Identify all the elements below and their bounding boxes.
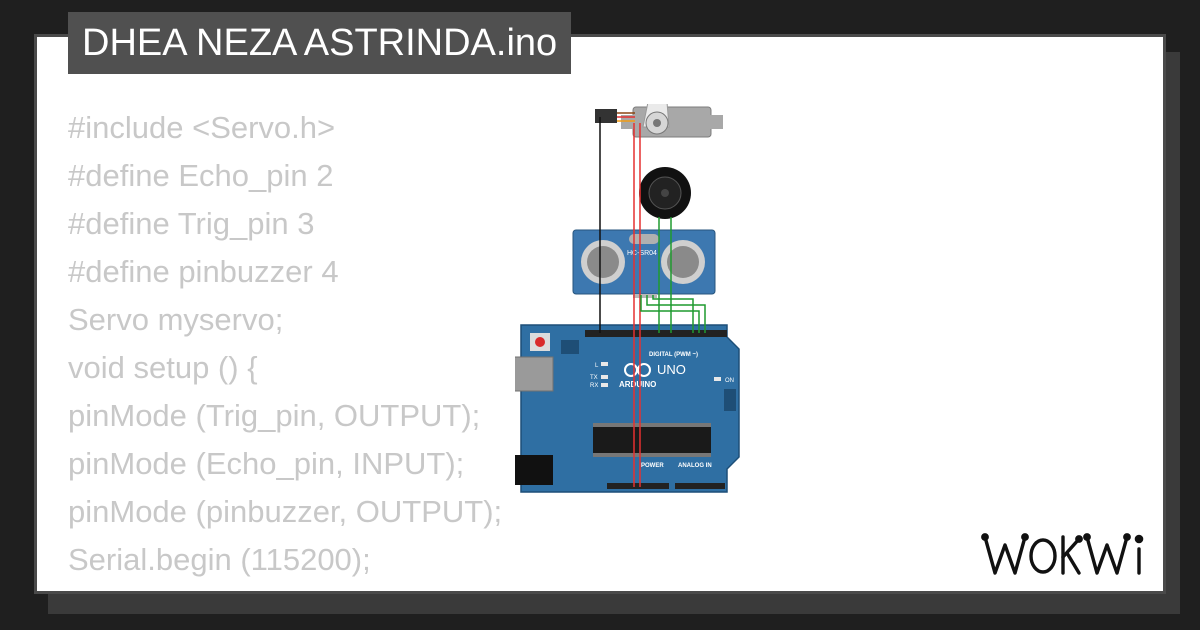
- led-label: TX: [590, 375, 598, 381]
- code-line: pinMode (pinbuzzer, OUTPUT);: [68, 494, 503, 529]
- board-model: UNO: [657, 362, 686, 377]
- ultrasonic-sensor: HC-SR04: [572, 229, 716, 298]
- digital-header-label: DIGITAL (PWM ~): [649, 352, 698, 358]
- power-jack: [515, 455, 553, 485]
- code-line: #define Trig_pin 3: [68, 206, 315, 241]
- on-label: ON: [725, 378, 734, 384]
- analog-label: ANALOG IN: [678, 463, 712, 469]
- atmega-chip: [593, 427, 711, 453]
- code-line: pinMode (Trig_pin, OUTPUT);: [68, 398, 481, 433]
- code-line: #define Echo_pin 2: [68, 158, 334, 193]
- wokwi-logo-mark: [981, 533, 1144, 575]
- preview-card: #include <Servo.h> #define Echo_pin 2 #d…: [34, 34, 1166, 594]
- analog-header: [675, 483, 725, 489]
- digital-header: [585, 330, 727, 337]
- usb-port: [515, 356, 554, 392]
- code-snippet: #include <Servo.h> #define Echo_pin 2 #d…: [68, 104, 503, 591]
- circuit-diagram: DIGITAL (PWM ~) L TX RX ARDUINO UNO ON: [515, 104, 740, 493]
- sensor-label: HC-SR04: [627, 250, 657, 257]
- led-label: RX: [590, 383, 598, 389]
- code-line: #include <Servo.h>: [68, 110, 336, 145]
- wokwi-logo: [981, 533, 1144, 575]
- led-label: L: [595, 363, 599, 369]
- servo-motor: [595, 104, 723, 138]
- code-line: Serial.begin (115200);: [68, 542, 371, 577]
- project-title: DHEA NEZA ASTRINDA.ino: [68, 12, 572, 74]
- code-line: #define pinbuzzer 4: [68, 254, 339, 289]
- code-line: Servo myservo;: [68, 302, 284, 337]
- power-header: [607, 483, 669, 489]
- code-line: void setup () {: [68, 350, 258, 385]
- code-line: pinMode (Echo_pin, INPUT);: [68, 446, 465, 481]
- arduino-uno-board: DIGITAL (PWM ~) L TX RX ARDUINO UNO ON: [515, 324, 740, 493]
- wires: [599, 112, 706, 487]
- arduino-logo: [624, 363, 651, 377]
- power-label: POWER: [641, 463, 664, 469]
- code-line: myservo.attach (5);: [68, 584, 502, 591]
- buzzer: [639, 167, 691, 219]
- board-brand: ARDUINO: [619, 380, 656, 389]
